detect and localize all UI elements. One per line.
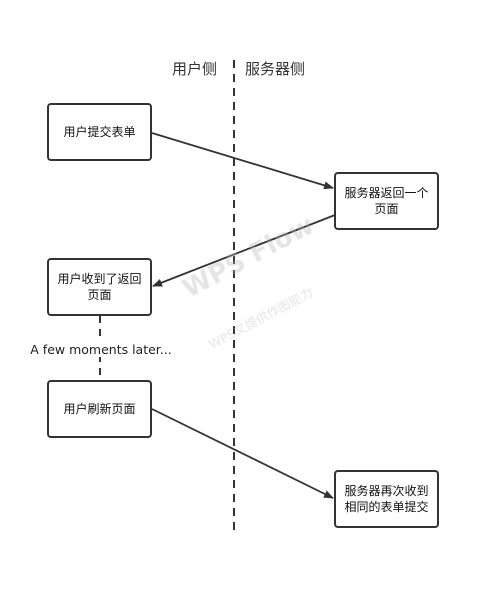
arrow-server-to-user xyxy=(152,214,336,287)
time-gap-note: A few moments later... xyxy=(26,342,176,357)
client-side-header: 用户侧 xyxy=(172,60,218,78)
server-side-header: 服务器侧 xyxy=(245,60,306,78)
node-user-received-page[interactable]: 用户收到了返回页面 xyxy=(47,258,152,316)
node-server-return-page[interactable]: 服务器返回一个页面 xyxy=(334,172,439,230)
arrow-submit-to-server xyxy=(151,132,334,190)
arrow-refresh-to-server xyxy=(151,408,334,499)
node-server-resubmit[interactable]: 服务器再次收到相同的表单提交 xyxy=(334,470,439,528)
node-user-refresh[interactable]: 用户刷新页面 xyxy=(47,380,152,438)
node-submit-form[interactable]: 用户提交表单 xyxy=(47,103,152,161)
